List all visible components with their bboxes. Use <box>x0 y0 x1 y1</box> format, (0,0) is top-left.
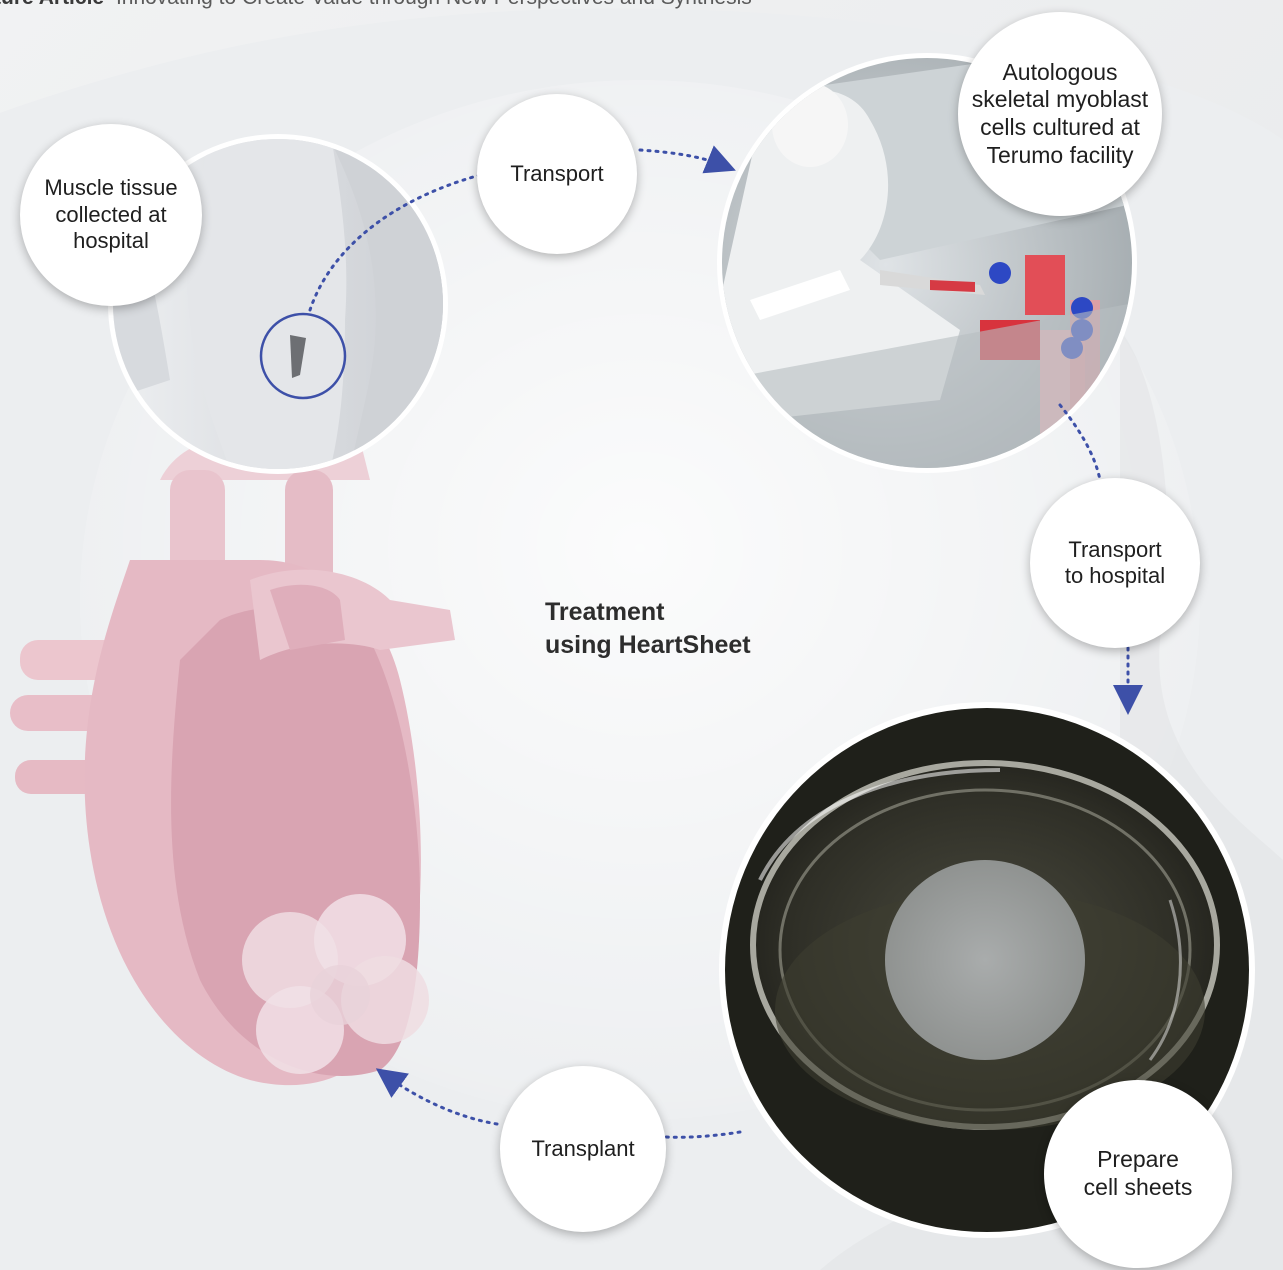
step-muscle-tissue: Muscle tissue collected at hospital <box>20 124 202 306</box>
step-transport: Transport <box>477 94 637 254</box>
step-transport-label: Transport <box>510 161 603 187</box>
step-muscle-tissue-label: Muscle tissue collected at hospital <box>44 175 177 254</box>
step-transport-to-hospital: Transport to hospital <box>1030 478 1200 648</box>
header-section-label: ture Article <box>0 0 104 9</box>
header-title: Innovating to Create Value through New P… <box>116 0 752 9</box>
step-transplant: Transplant <box>500 1066 666 1232</box>
step-cultured-label: Autologous skeletal myoblast cells cultu… <box>972 59 1148 169</box>
step-prepare-sheets-label: Prepare cell sheets <box>1084 1146 1193 1201</box>
step-prepare-sheets: Prepare cell sheets <box>1044 1080 1232 1268</box>
center-title: Treatment using HeartSheet <box>545 596 751 661</box>
step-transport-to-hospital-label: Transport to hospital <box>1065 537 1165 590</box>
step-transplant-label: Transplant <box>531 1136 634 1162</box>
step-cultured: Autologous skeletal myoblast cells cultu… <box>958 12 1162 216</box>
header-line: ture Article Innovating to Create Value … <box>0 0 752 10</box>
